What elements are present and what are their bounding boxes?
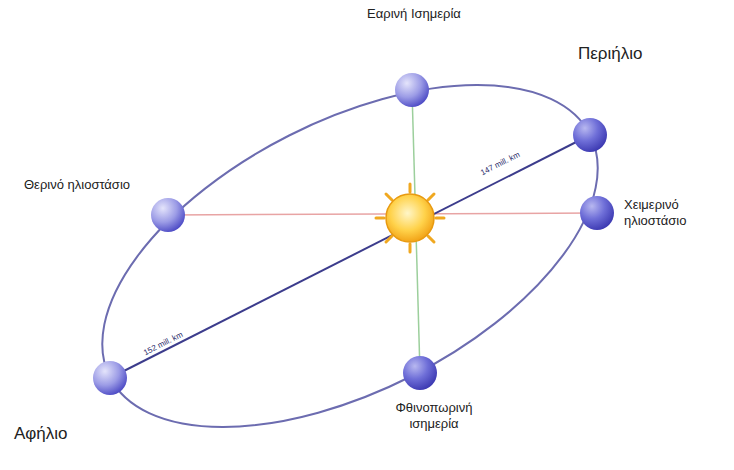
equinox-label: Φθινοπωρινή ισημερία <box>374 400 494 431</box>
orbit-path <box>49 14 651 470</box>
solstice-label: Θερινό ηλιοστάσιο <box>24 177 134 193</box>
apsis-line <box>110 135 590 378</box>
solstice-label: Χειμερινό ηλιοστάσιο <box>624 197 728 228</box>
aphelion-label: Αφήλιο <box>14 424 68 444</box>
earth-aphelion <box>93 361 127 395</box>
earth-winter <box>580 196 614 230</box>
solstice-line <box>168 213 597 215</box>
perihelion-label: Περιήλιο <box>578 44 643 64</box>
earth-autumn <box>403 356 437 390</box>
earth-perihelion <box>573 118 607 152</box>
earth-summer <box>151 198 185 232</box>
equinox-label: Εαρινή Ισημερία <box>366 6 462 22</box>
earth-vernal <box>395 73 429 107</box>
sun <box>376 184 444 252</box>
